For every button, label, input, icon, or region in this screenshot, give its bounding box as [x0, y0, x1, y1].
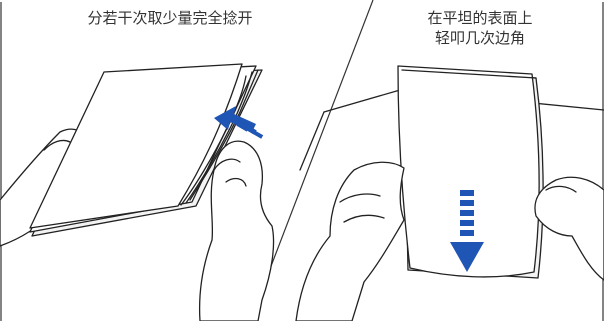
right-thumb [213, 158, 241, 171]
step2-left-hand [295, 161, 405, 321]
step2-arrow-dash-4 [460, 220, 474, 226]
step2-arrow-dash-1 [460, 190, 474, 196]
standing-paper-edge [401, 69, 537, 79]
standing-paper-front [397, 65, 540, 278]
step1-illustration [0, 63, 275, 321]
paper-top-sheet [29, 63, 243, 229]
step2-right-hand [534, 176, 604, 281]
table-surface-side [299, 111, 325, 171]
step2-left-finger-1 [339, 193, 381, 203]
step2-caption-line1: 在平坦的表面上 [427, 9, 533, 27]
step2-arrow-dash-2 [460, 200, 474, 206]
step2-right-finger [545, 185, 577, 193]
arrow-up-left-icon [214, 106, 264, 139]
step2-illustration [295, 65, 604, 321]
right-hand [198, 140, 275, 321]
step2-arrow-dash-5 [460, 230, 474, 236]
step1-caption: 分若干次取少量完全捻开 [30, 8, 310, 28]
arrow-down-icon [450, 190, 484, 272]
left-hand-finger [43, 139, 71, 151]
step1-caption-text: 分若干次取少量完全捻开 [87, 9, 253, 27]
step1-arrow-dash-3 [250, 129, 264, 139]
step2-left-finger-2 [343, 214, 385, 223]
step2-arrow-dash-3 [460, 210, 474, 216]
step2-caption-line2: 轻叩几次边角 [434, 29, 525, 47]
step2-arrow-head [450, 242, 484, 272]
right-thumb-nail [225, 177, 247, 187]
step2-caption: 在平坦的表面上 轻叩几次边角 [380, 8, 580, 48]
